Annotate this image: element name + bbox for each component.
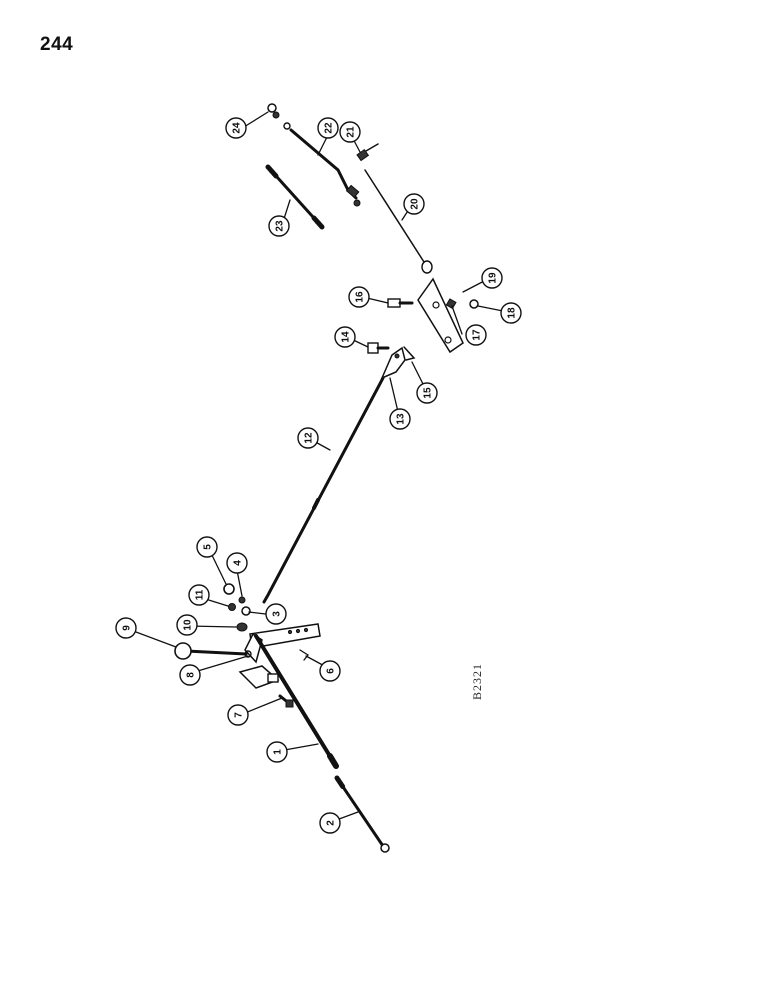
part-1-shaft	[254, 634, 339, 769]
callout-6: 6	[319, 660, 341, 682]
svg-text:23: 23	[275, 220, 286, 232]
part-8-lever	[184, 649, 252, 658]
callout-5: 5	[196, 536, 218, 558]
part-19-plate	[417, 277, 464, 354]
svg-text:12: 12	[304, 432, 315, 444]
svg-text:1: 1	[273, 749, 284, 755]
part-17-nut	[445, 298, 457, 310]
part-4-washer	[238, 596, 246, 604]
svg-text:17: 17	[472, 329, 483, 341]
callout-13: 13	[389, 408, 411, 430]
svg-text:5: 5	[203, 544, 214, 550]
svg-text:16: 16	[355, 291, 366, 303]
callout-14: 14	[334, 326, 356, 348]
part-7-bolt	[278, 694, 294, 708]
part-13-clevis	[380, 346, 406, 380]
part-11-washer	[228, 603, 236, 611]
page-number: 244	[40, 34, 74, 55]
callout-3: 3	[265, 603, 287, 625]
part-10-spring	[236, 622, 248, 632]
part-6-bracket	[244, 623, 321, 664]
callout-16: 16	[348, 286, 370, 308]
svg-text:24: 24	[232, 122, 243, 134]
part-21-clip	[356, 143, 379, 162]
callout-22: 22	[317, 117, 339, 139]
part-14-pin	[367, 342, 390, 354]
part-3-bushing	[241, 606, 251, 616]
callout-1: 1	[266, 741, 288, 763]
callout-23: 23	[268, 215, 290, 237]
part-15-cotter-pin	[403, 346, 416, 361]
svg-text:7: 7	[234, 712, 245, 718]
callout-17: 17	[465, 324, 487, 346]
callout-12: 12	[297, 427, 319, 449]
callout-9: 9	[115, 617, 137, 639]
part-12-long-rod	[262, 376, 385, 604]
part-2-rod	[334, 775, 390, 853]
callout-11: 11	[188, 584, 210, 606]
part-5-nut	[223, 583, 235, 595]
part-24-rod-end	[267, 103, 291, 130]
svg-text:9: 9	[122, 625, 133, 631]
svg-text:18: 18	[507, 307, 518, 319]
svg-text:8: 8	[186, 672, 197, 678]
callout-15: 15	[416, 382, 438, 404]
part-16-bolt	[387, 298, 414, 308]
svg-text:10: 10	[183, 619, 194, 631]
svg-text:2: 2	[326, 820, 337, 826]
svg-text:21: 21	[346, 126, 357, 138]
part-18-nut	[469, 299, 479, 309]
svg-text:13: 13	[396, 413, 407, 425]
svg-text:15: 15	[423, 387, 434, 399]
part-20-cable	[364, 169, 433, 274]
svg-text:19: 19	[488, 272, 499, 284]
svg-text:4: 4	[233, 560, 244, 566]
callout-21: 21	[339, 121, 361, 143]
svg-text:22: 22	[324, 122, 335, 134]
part-lower-bracket	[238, 665, 280, 689]
part-23-threaded-rod	[265, 164, 325, 230]
callout-20: 20	[403, 193, 425, 215]
leader-lines	[127, 111, 509, 823]
part-9-knob	[174, 642, 192, 660]
callout-7: 7	[227, 704, 249, 726]
part-22-bent-rod	[289, 128, 361, 207]
callout-2: 2	[319, 812, 341, 834]
callout-4: 4	[226, 552, 248, 574]
callout-10: 10	[176, 614, 198, 636]
svg-text:20: 20	[410, 198, 421, 210]
callout-18: 18	[500, 302, 522, 324]
callout-19: 19	[481, 267, 503, 289]
callout-24: 24	[225, 117, 247, 139]
svg-text:14: 14	[341, 331, 352, 343]
callout-8: 8	[179, 664, 201, 686]
svg-text:3: 3	[272, 611, 283, 617]
svg-text:11: 11	[195, 589, 206, 600]
svg-text:6: 6	[326, 668, 337, 674]
